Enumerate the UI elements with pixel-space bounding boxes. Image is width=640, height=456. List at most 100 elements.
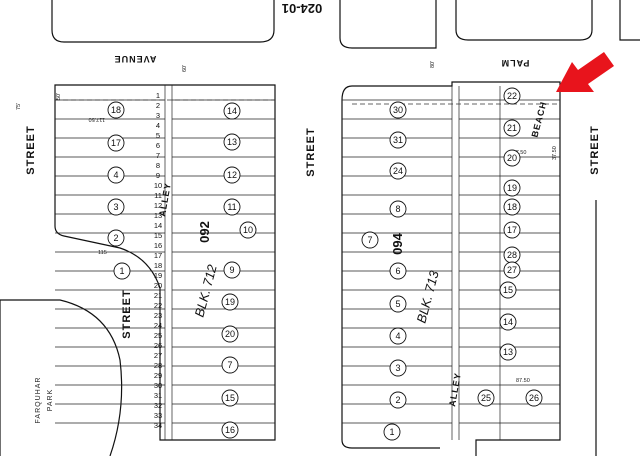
parcel-circle <box>389 359 407 377</box>
parcel-number: 7 <box>227 360 232 370</box>
parcel-number: 4 <box>395 331 400 341</box>
lot-number: 24 <box>154 321 162 330</box>
top-mid-block-edge <box>339 0 437 49</box>
parcel-circle <box>221 325 239 343</box>
lot-number: 12 <box>154 201 162 210</box>
parcel-circle <box>525 389 543 407</box>
block-712-outline <box>54 84 276 441</box>
street-bottom-left-label: STREET <box>121 289 133 338</box>
lot-number: 17 <box>154 251 162 260</box>
parcel-circle <box>477 389 495 407</box>
lot-number: 10 <box>154 181 162 190</box>
dim-label: 115 <box>98 250 107 256</box>
parcel-number: 1 <box>389 427 394 437</box>
parcel-circle <box>503 221 521 239</box>
parcel-number: 25 <box>481 393 491 403</box>
parcel-number: 27 <box>507 265 517 275</box>
parcel-circle <box>503 119 521 137</box>
parcel-number: 22 <box>507 91 517 101</box>
lot-lines: 1234567891011121314151617181920212223242… <box>55 91 560 430</box>
park-label-farquhar: FARQUHAR <box>35 377 42 424</box>
sheet-number: 024-01 <box>282 1 322 16</box>
parcel-circle <box>499 313 517 331</box>
lot-number: 15 <box>154 231 162 240</box>
parcel-number: 26 <box>529 393 539 403</box>
parcel-circle <box>107 229 125 247</box>
palm-label: PALM <box>501 58 530 68</box>
top-right-block-edge <box>455 0 593 41</box>
dim-label: 50' <box>56 93 62 100</box>
parcel-circles: 1817432114131211109192071516303124876543… <box>107 87 543 441</box>
parcel-circle <box>223 133 241 151</box>
parcel-number: 15 <box>503 285 513 295</box>
lot-number: 4 <box>156 121 160 130</box>
dim-label: 60' <box>182 65 188 72</box>
parcel-number: 17 <box>507 225 517 235</box>
top-far-right-edge <box>619 0 640 41</box>
dim-label: 37.50 <box>552 146 558 160</box>
parcel-circle <box>389 295 407 313</box>
parcel-circle <box>107 166 125 184</box>
lot-number: 11 <box>154 191 162 200</box>
lot-number: 20 <box>154 281 162 290</box>
lot-number: 2 <box>156 101 160 110</box>
lot-number: 33 <box>154 411 162 420</box>
alley-label-713: ALLEY <box>447 372 463 408</box>
lot-number: 13 <box>154 211 162 220</box>
lot-number: 18 <box>154 261 162 270</box>
top-left-block-edge <box>51 0 275 43</box>
parcel-number: 3 <box>395 363 400 373</box>
lot-number: 25 <box>154 331 162 340</box>
lot-number: 3 <box>156 111 160 120</box>
parcel-circle <box>107 101 125 119</box>
parcel-number: 2 <box>113 233 118 243</box>
lot-number: 8 <box>156 161 160 170</box>
lot-number: 22 <box>154 301 162 310</box>
lot-number: 14 <box>154 221 162 230</box>
parcel-number: 14 <box>503 317 513 327</box>
parcel-number: 11 <box>227 202 236 212</box>
parcel-circle <box>499 343 517 361</box>
parcel-circle <box>223 102 241 120</box>
parcel-number: 30 <box>393 105 403 115</box>
parcel-circle <box>503 198 521 216</box>
parcel-circle <box>389 391 407 409</box>
dim-label: 80' <box>430 61 436 68</box>
parcel-number: 13 <box>227 137 237 147</box>
dim-label: 87.50 <box>516 378 530 384</box>
parcel-number: 9 <box>229 265 234 275</box>
lot-number: 27 <box>154 351 162 360</box>
parcel-number: 14 <box>227 106 237 116</box>
pointer-arrow <box>556 52 614 92</box>
parcel-circle <box>221 421 239 439</box>
parcel-number: 19 <box>225 297 235 307</box>
lot-number: 31 <box>154 391 162 400</box>
parcel-number: 20 <box>225 329 235 339</box>
parcel-number: 6 <box>395 266 400 276</box>
parcel-group-094: 094 <box>390 232 405 254</box>
lot-number: 23 <box>154 311 162 320</box>
parcel-circle <box>389 262 407 280</box>
parcel-number: 10 <box>243 225 253 235</box>
parcel-number: 4 <box>113 170 118 180</box>
parcel-circle <box>239 221 257 239</box>
parcel-number: 7 <box>367 235 372 245</box>
parcel-number: 18 <box>111 105 121 115</box>
parcel-number: 20 <box>507 153 517 163</box>
parcel-circle <box>389 162 407 180</box>
street-left-label: STREET <box>25 125 37 174</box>
lot-number: 19 <box>154 271 162 280</box>
parcel-circle <box>389 327 407 345</box>
lot-number: 26 <box>154 341 162 350</box>
lot-number: 16 <box>154 241 162 250</box>
parcel-circle <box>223 166 241 184</box>
parcel-circle <box>503 87 521 105</box>
parcel-number: 13 <box>503 347 513 357</box>
parcel-circle <box>221 356 239 374</box>
parcel-circle <box>389 131 407 149</box>
parcel-number: 3 <box>113 202 118 212</box>
lot-number: 30 <box>154 381 162 390</box>
parcel-number: 18 <box>507 202 517 212</box>
lot-number: 9 <box>156 171 160 180</box>
